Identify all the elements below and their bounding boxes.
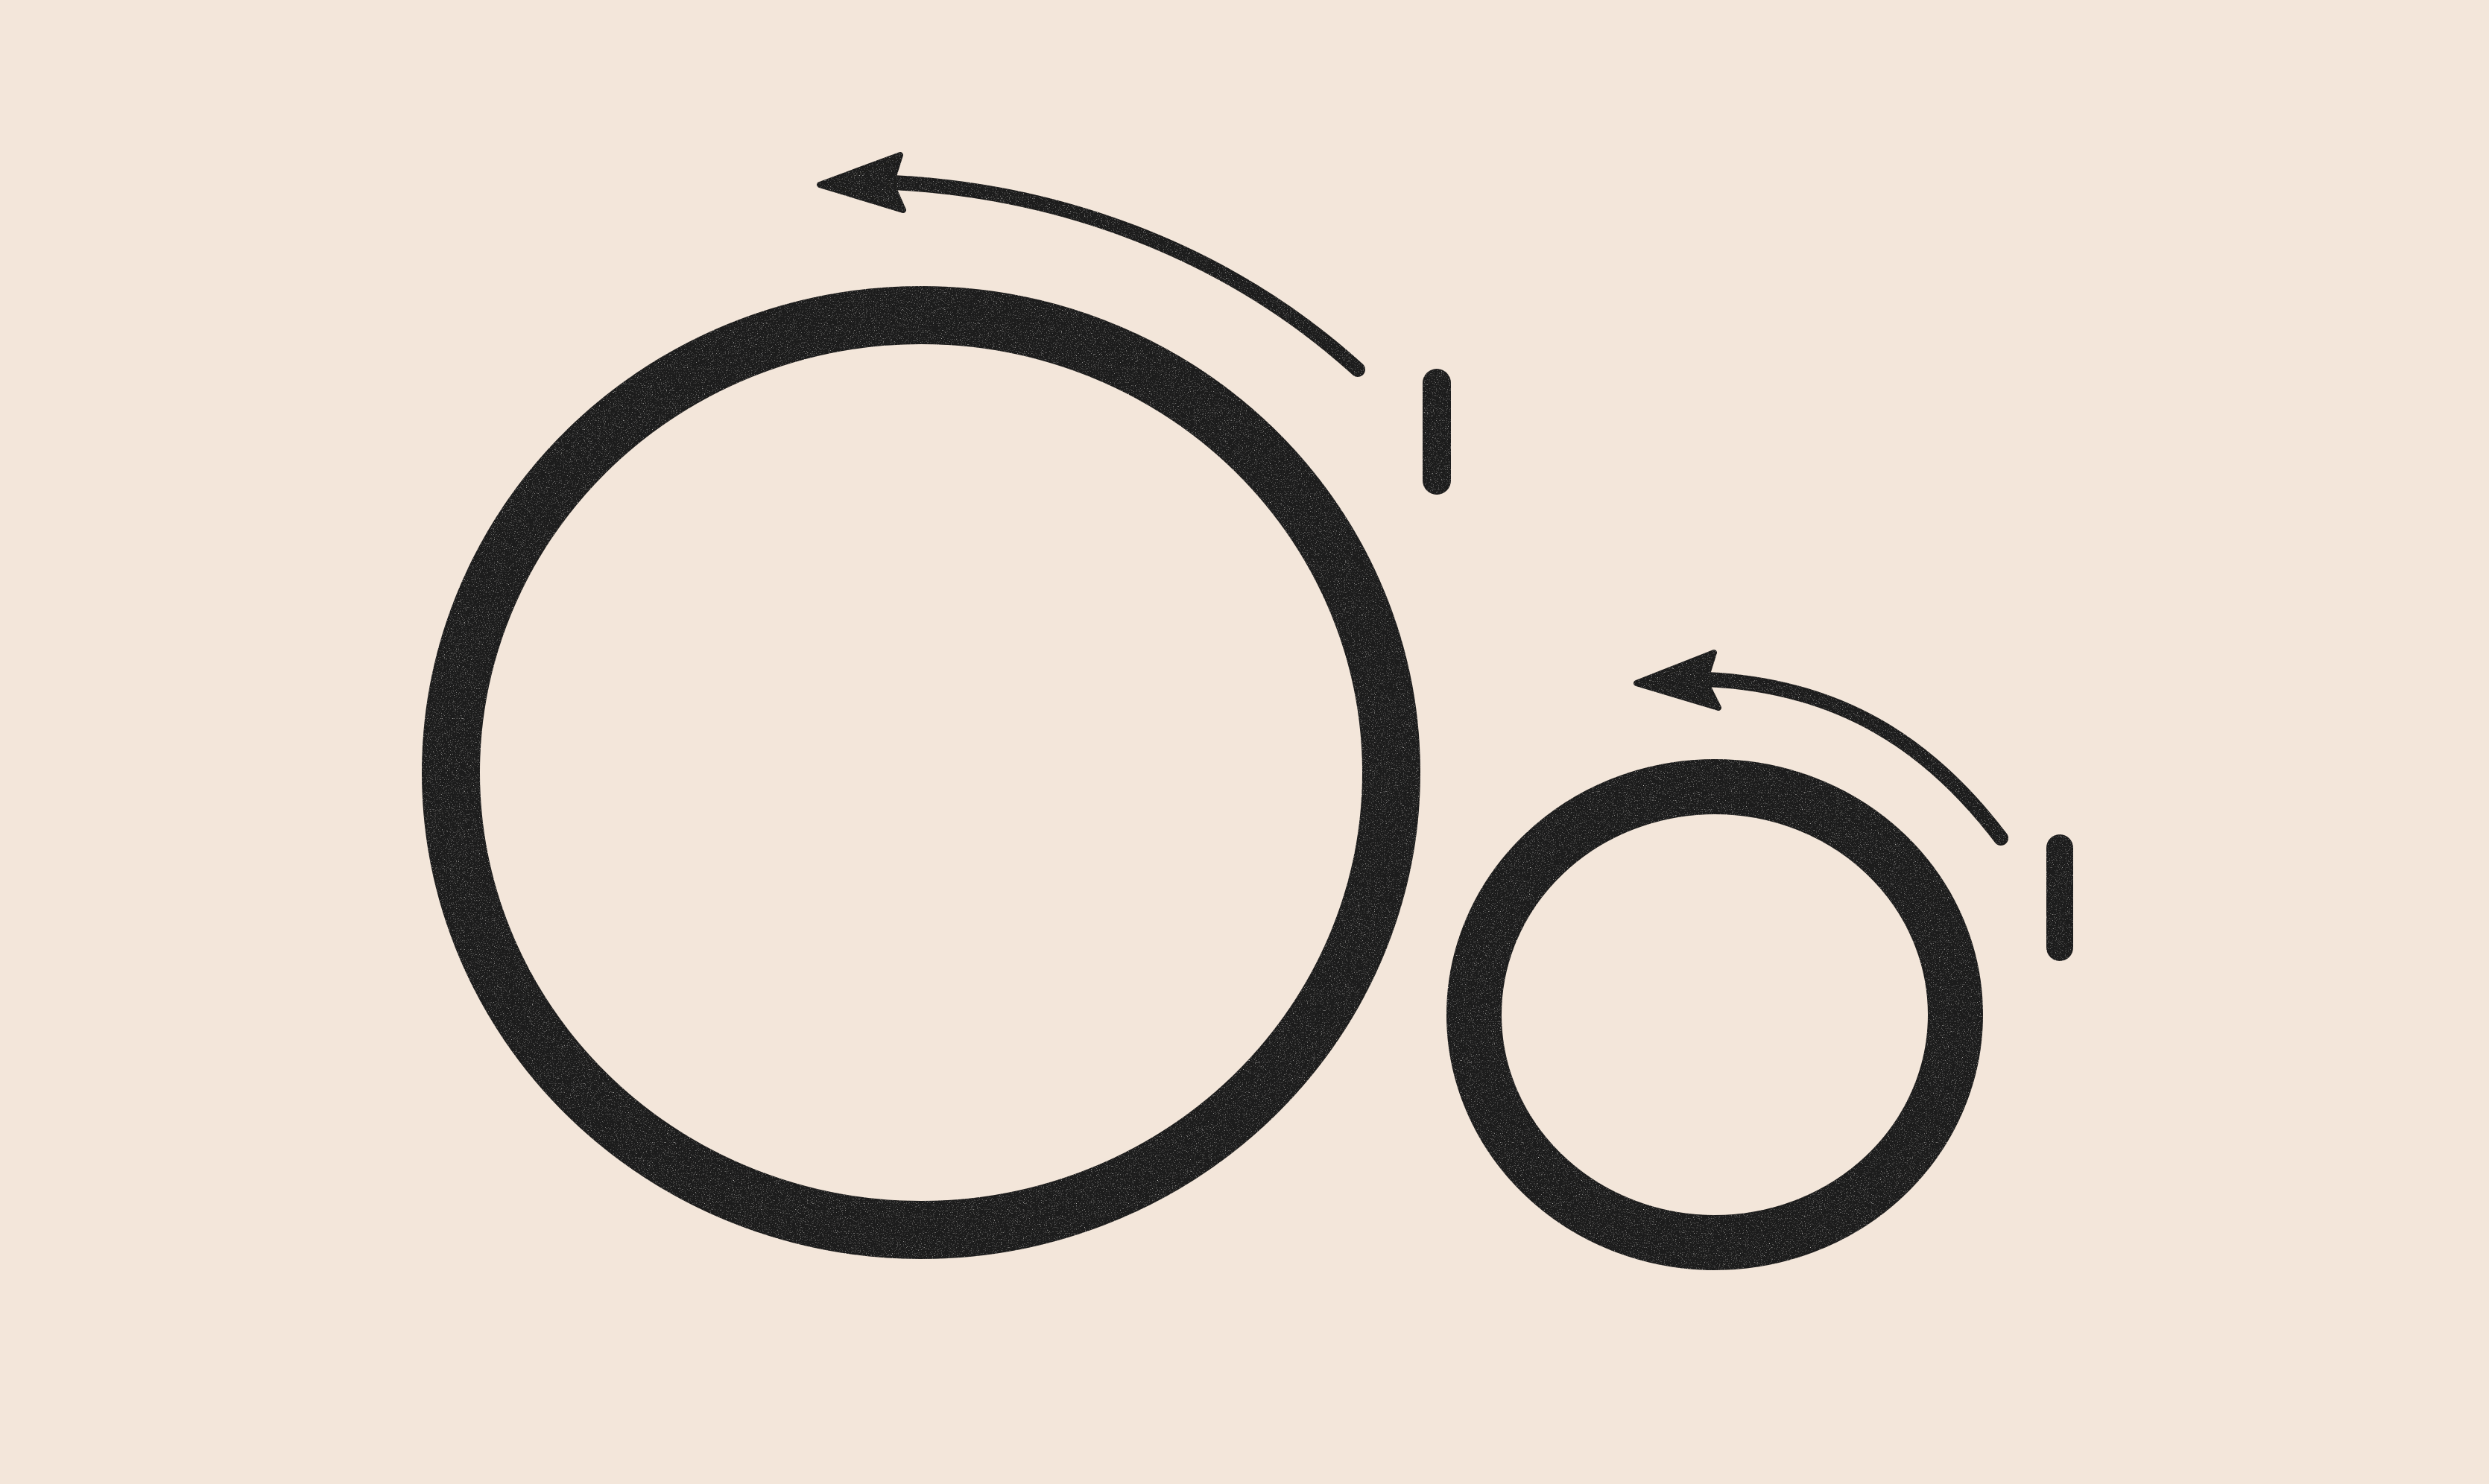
large-rotation-arrow-counterclockwise-arrow-icon <box>817 152 906 213</box>
large-wheel-circle-icon <box>422 286 1420 1259</box>
small-rotation-arrow-shaft <box>1699 672 2008 846</box>
large-rotation-arrow-shaft <box>864 174 1365 377</box>
small-wheel-circle-icon <box>1446 759 1983 1270</box>
small-rotation-arrow-counterclockwise-arrow-icon <box>1633 650 1721 711</box>
